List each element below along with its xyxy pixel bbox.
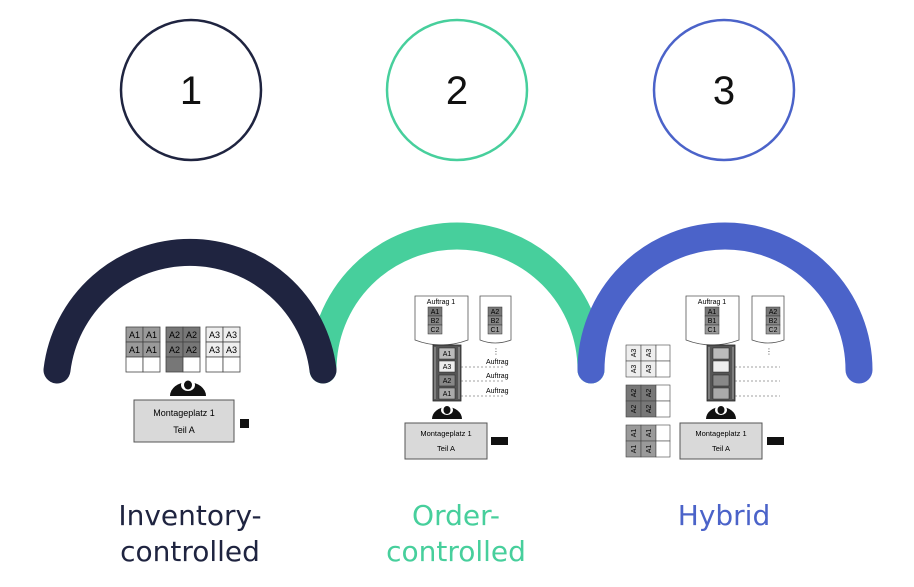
step-2-title: Order-controlled — [356, 498, 556, 570]
bin-label: A3 — [209, 345, 220, 355]
arch-blue — [577, 222, 873, 384]
svg-text:⋮: ⋮ — [765, 347, 773, 356]
conveyor-item: A3 — [443, 364, 452, 371]
output-marker — [491, 437, 508, 445]
step-3-number: 3 — [713, 69, 735, 113]
bin-label: A3 — [226, 345, 237, 355]
workstation-box — [679, 422, 763, 460]
shelf-item: A1 — [631, 429, 638, 438]
arch-green — [309, 222, 605, 384]
order-item: C2 — [431, 327, 440, 334]
step-2-number: 2 — [446, 69, 468, 113]
step-1-title: Inventory-controlled — [90, 498, 290, 570]
bin-label: A3 — [226, 330, 237, 340]
bin-label: A1 — [146, 345, 157, 355]
shelf-item: A3 — [631, 349, 638, 358]
station-label: Montageplatz 1 — [420, 429, 471, 438]
workstation-box — [133, 399, 235, 443]
shelf-item: A1 — [631, 445, 638, 454]
shelf-item: A2 — [631, 389, 638, 398]
step-1-number: 1 — [180, 69, 202, 113]
shelf-item: A2 — [646, 389, 653, 398]
shelf-item: A1 — [646, 429, 653, 438]
bin-label: A3 — [209, 330, 220, 340]
shelf-item: A2 — [631, 405, 638, 414]
worker-icon — [432, 405, 462, 419]
station-label: Montageplatz 1 — [153, 408, 215, 418]
workstation-box — [404, 422, 488, 460]
order-doc-label: Auftrag 1 — [427, 299, 456, 306]
order-item: B2 — [769, 318, 778, 325]
order-item: B1 — [708, 318, 717, 325]
order-illustration: Auftrag 1 A1 B2 C2 A2 B2 C1 A1 A3 A2 A1 — [404, 295, 512, 460]
order-doc-label: Auftrag 1 — [698, 299, 727, 306]
arch-navy — [43, 238, 337, 384]
part-label: Teil A — [173, 425, 195, 435]
order-item: A1 — [708, 309, 717, 316]
order-item: A2 — [491, 309, 500, 316]
bin-label: A1 — [129, 330, 140, 340]
order-item: A1 — [431, 309, 440, 316]
svg-text:⋮: ⋮ — [492, 347, 500, 356]
step-3-title: Hybrid — [624, 498, 824, 534]
order-item: C1 — [491, 327, 500, 334]
output-marker — [767, 437, 784, 445]
shelf-item: A3 — [646, 365, 653, 374]
step-3-circle — [652, 18, 796, 162]
shelf-item: A3 — [631, 365, 638, 374]
conveyor-item: A1 — [443, 391, 452, 398]
shelf-item: A1 — [646, 445, 653, 454]
bin-label: A1 — [129, 345, 140, 355]
step-3-title-text: Hybrid — [677, 499, 771, 532]
bin-label: A2 — [169, 345, 180, 355]
order-item: C2 — [769, 327, 778, 334]
order-ref-label: Auftrag — [486, 373, 509, 380]
output-marker — [240, 419, 249, 428]
shelf-item: A2 — [646, 405, 653, 414]
conveyor-item: A1 — [443, 351, 452, 358]
station-label: Montageplatz 1 — [695, 429, 746, 438]
step-1-circle — [119, 18, 263, 162]
bin-label: A1 — [146, 330, 157, 340]
shelf-item: A3 — [646, 349, 653, 358]
order-ref-label: Auftrag — [486, 359, 509, 366]
worker-icon — [706, 405, 736, 419]
order-item: B2 — [431, 318, 440, 325]
hybrid-illustration: A3 A3 A3 A3 A2 A2 A2 A2 A1 A1 A1 A1 Auft… — [625, 295, 785, 460]
order-ref-label: Auftrag — [486, 388, 509, 395]
step-2-circle — [385, 18, 529, 162]
bin-label: A2 — [186, 345, 197, 355]
part-label: Teil A — [437, 444, 455, 453]
bin-label: A2 — [186, 330, 197, 340]
worker-icon — [170, 379, 206, 396]
bin-label: A2 — [169, 330, 180, 340]
order-item: B2 — [491, 318, 500, 325]
inventory-illustration: A1 A1 A2 A2 A3 A3 A1 A1 A2 A2 A3 A3 Mont… — [125, 326, 249, 443]
conveyor-item: A2 — [443, 378, 452, 385]
order-item: C1 — [708, 327, 717, 334]
step-2-title-text: Order-controlled — [386, 499, 526, 568]
step-1-title-text: Inventory-controlled — [118, 499, 262, 568]
order-item: A2 — [769, 309, 778, 316]
part-label: Teil A — [712, 444, 730, 453]
